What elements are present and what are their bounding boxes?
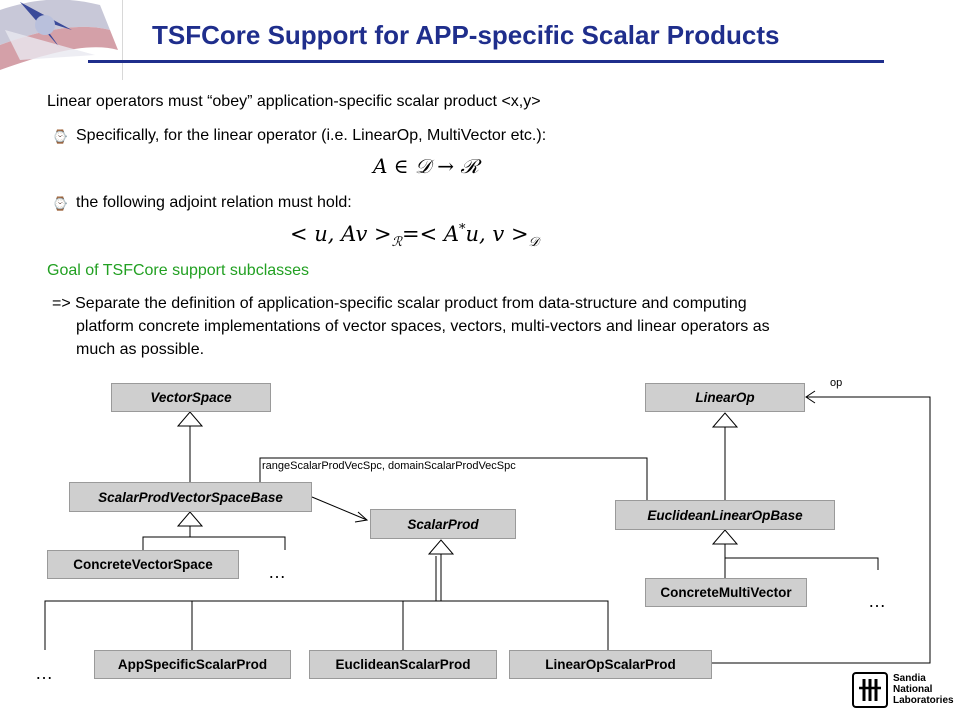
slide-title: TSFCore Support for APP-specific Scalar … [152, 20, 780, 50]
operator-formula: A ∈ 𝒟 → ℛ [373, 154, 480, 178]
logo-text: Sandia National Laboratories [893, 673, 954, 706]
goal-heading: Goal of TSFCore support subclasses [47, 262, 310, 279]
bullet-2: the following adjoint relation must hold… [76, 194, 352, 211]
class-euclidean-linear-op-base: EuclideanLinearOpBase [615, 500, 835, 530]
bullet-icon: ⌚ [52, 196, 69, 211]
sandia-logo-icon [852, 672, 888, 708]
class-concrete-multi-vector: ConcreteMultiVector [645, 578, 807, 607]
bullet-1: Specifically, for the linear operator (i… [76, 127, 547, 144]
flag-graphic [0, 0, 118, 70]
intro-text: Linear operators must “obey” application… [47, 93, 541, 110]
goal-line-2: platform concrete implementations of vec… [76, 318, 770, 335]
header-vertical-rule [122, 0, 123, 80]
ellipsis-linear-op: … [868, 591, 888, 611]
class-scalar-prod-vector-space-base: ScalarProdVectorSpaceBase [69, 482, 312, 512]
adjoint-formula: < u, Av >ℛ=< A*u, v >𝒟 [290, 222, 539, 251]
goal-line-3: much as possible. [76, 341, 205, 358]
class-scalar-prod: ScalarProd [370, 509, 516, 539]
class-app-specific-scalar-prod: AppSpecificScalarProd [94, 650, 291, 679]
class-concrete-vector-space: ConcreteVectorSpace [47, 550, 239, 579]
bullet-icon: ⌚ [52, 129, 69, 144]
op-label: op [830, 377, 843, 389]
class-linear-op: LinearOp [645, 383, 805, 412]
association-label: rangeScalarProdVecSpc, domainScalarProdV… [262, 460, 516, 472]
ellipsis-scalar-prod: … [35, 663, 55, 683]
goal-line-1: => Separate the definition of applicatio… [52, 295, 747, 312]
class-linear-op-scalar-prod: LinearOpScalarProd [509, 650, 712, 679]
title-underline [88, 60, 884, 63]
ellipsis-vector-space: … [268, 562, 288, 582]
class-vector-space: VectorSpace [111, 383, 271, 412]
class-euclidean-scalar-prod: EuclideanScalarProd [309, 650, 497, 679]
